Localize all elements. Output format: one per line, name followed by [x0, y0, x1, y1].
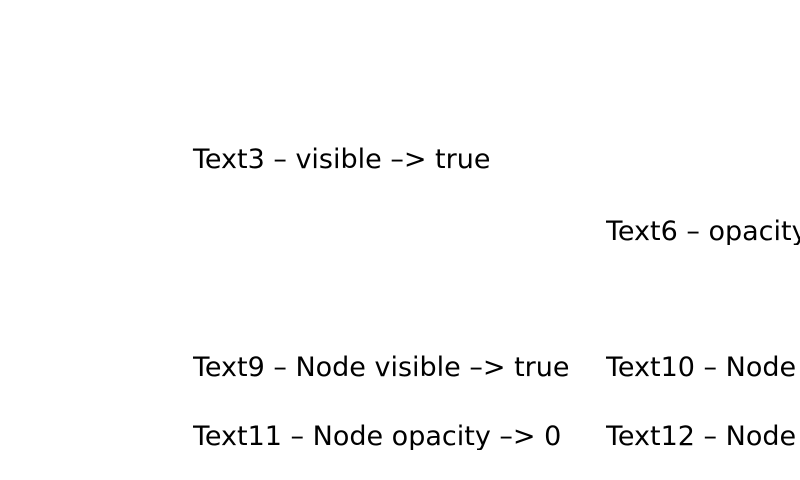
text-label-text11: Text11 – Node opacity –> 0 [193, 423, 562, 450]
text-label-text12: Text12 – Node [606, 423, 800, 450]
text-label-text10: Text10 – Node [606, 354, 800, 381]
text-label-text3: Text3 – visible –> true [193, 144, 491, 175]
text-label-text9: Text9 – Node visible –> true [193, 354, 570, 381]
text-label-text6: Text6 – opacity [606, 218, 800, 245]
